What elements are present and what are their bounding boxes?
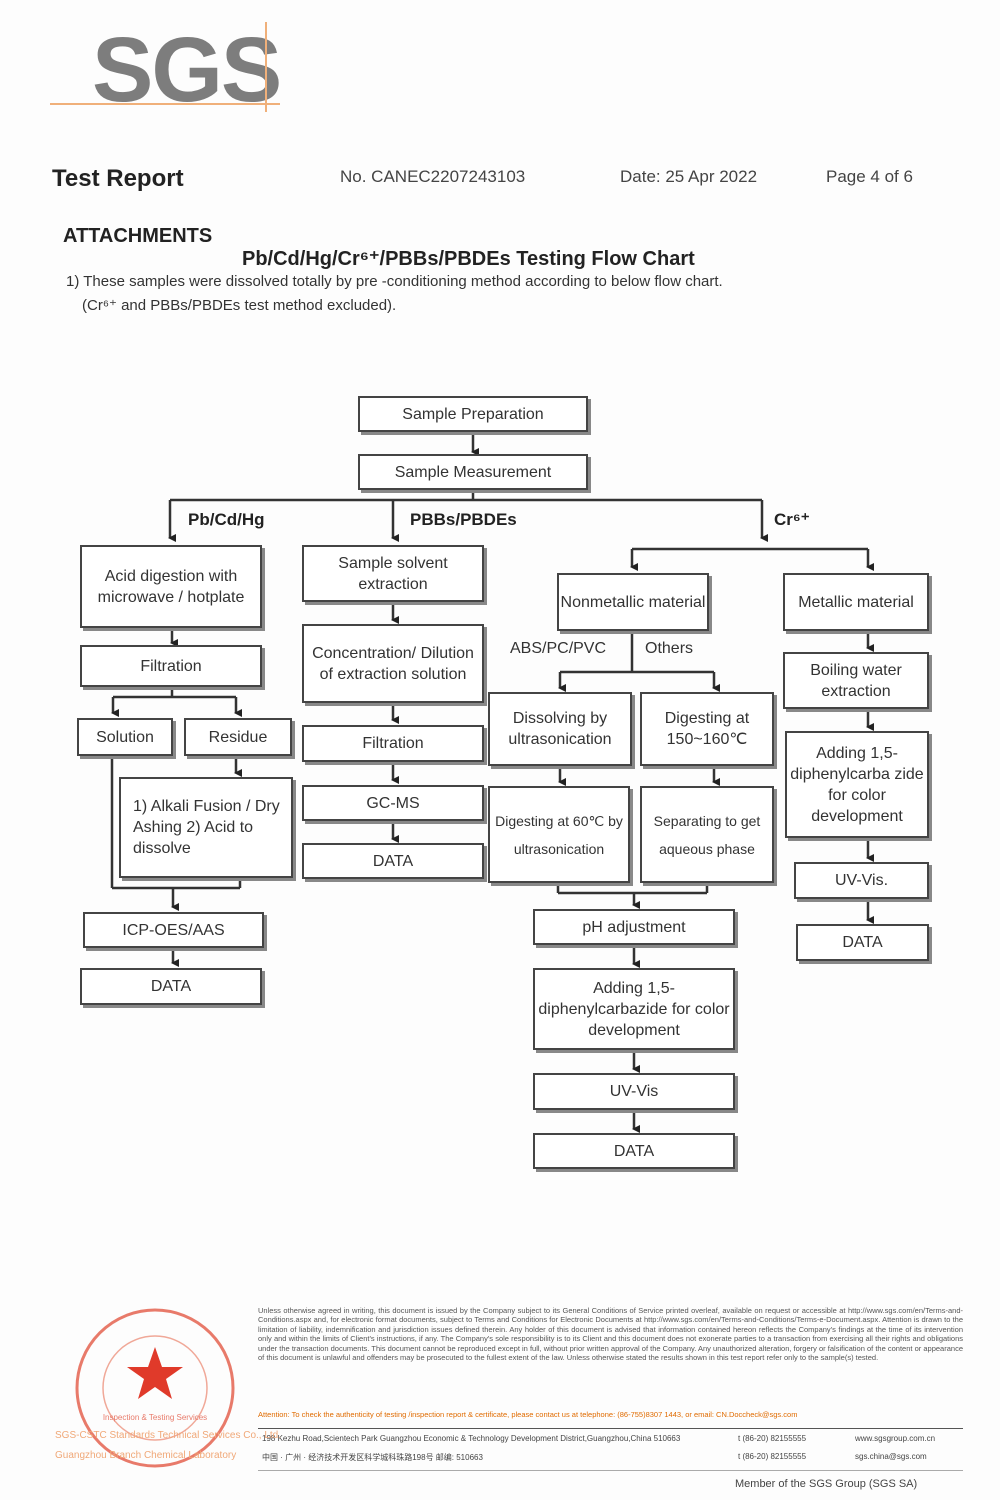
adding-diphenylcarbazide-box-2: Adding 1,5-diphenylcarba zide for color … [785, 731, 929, 838]
sgs-member-statement: Member of the SGS Group (SGS SA) [735, 1478, 918, 1490]
telephone-1: t (86-20) 82155555 [738, 1434, 807, 1443]
note-line-2: (Cr⁶⁺ and PBBs/PBDEs test method exclude… [82, 297, 397, 314]
adding-diphenylcarbazide-box-1: Adding 1,5-diphenylcarbazide for color d… [533, 968, 735, 1050]
uv-vis-box-1: UV-Vis [533, 1073, 735, 1110]
solution-box: Solution [77, 718, 173, 756]
logo-rule-vertical [265, 22, 267, 112]
branch-label-cr6: Cr⁶⁺ [774, 510, 810, 529]
data-box-4: DATA [796, 924, 929, 961]
attachments-heading: ATTACHMENTS [63, 225, 213, 247]
concentration-box: Concentration/ Dilution of extraction so… [302, 624, 484, 703]
sgs-logo: SGS [92, 19, 282, 121]
data-box-2: DATA [302, 843, 484, 879]
report-date: Date: 25 Apr 2022 [620, 167, 758, 186]
separating-box: Separating to get aqueous phase [640, 786, 774, 883]
company-name-line-2: Guangzhou Branch Chemical Laboratory [55, 1450, 237, 1461]
nonmetallic-material-box: Nonmetallic material [557, 573, 709, 631]
data-box-1: DATA [80, 968, 262, 1005]
flow-connectors [110, 432, 874, 1133]
email: sgs.china@sgs.com [855, 1452, 927, 1461]
alkali-fusion-box: 1) Alkali Fusion / Dry Ashing 2) Acid to… [119, 777, 293, 878]
digesting-150-box: Digesting at 150~160℃ [640, 692, 774, 766]
seal-label: Inspection & Testing Services [103, 1413, 207, 1422]
residue-box: Residue [184, 718, 292, 756]
telephone-2: t (86-20) 82155555 [738, 1452, 807, 1461]
sample-preparation-box: Sample Preparation [358, 396, 588, 432]
metallic-material-box: Metallic material [783, 573, 929, 631]
page-indicator: Page 4 of 6 [826, 167, 913, 186]
branch-label-pb-cd-hg: Pb/Cd/Hg [188, 510, 265, 529]
address-chinese: 中国 · 广州 · 经济技术开发区科学城科珠路198号 邮编: 510663 [262, 1453, 483, 1462]
digesting-60-box: Digesting at 60℃ by ultrasonication [488, 786, 630, 883]
website: www.sgsgroup.com.cn [855, 1434, 936, 1443]
others-label: Others [645, 640, 694, 657]
gc-ms-box: GC-MS [302, 785, 484, 821]
authenticity-notice: Attention: To check the authenticity of … [258, 1410, 798, 1419]
uv-vis-box-2: UV-Vis. [794, 862, 929, 899]
boiling-water-box: Boiling water extraction [783, 652, 929, 709]
sample-measurement-box: Sample Measurement [358, 454, 588, 490]
ph-adjustment-box: pH adjustment [533, 909, 735, 945]
filtration-box-2: Filtration [302, 725, 484, 762]
acid-digestion-box: Acid digestion with microwave / hotplate [80, 545, 262, 628]
solvent-extraction-box: Sample solvent extraction [302, 545, 484, 602]
address-english: 198 Kezhu Road,Scientech Park Guangzhou … [262, 1434, 681, 1443]
logo-rule-horizontal [50, 103, 280, 105]
company-seal-stamp: Inspection & Testing Services [75, 1308, 235, 1468]
filtration-box-1: Filtration [80, 645, 262, 687]
abs-pc-pvc-label: ABS/PC/PVC [510, 640, 607, 657]
footer-divider [258, 1428, 963, 1429]
report-number: No. CANEC2207243103 [340, 167, 526, 186]
flow-chart-title: Pb/Cd/Hg/Cr⁶⁺/PBBs/PBDEs Testing Flow Ch… [242, 248, 695, 270]
report-title: Test Report [52, 165, 184, 192]
icp-oes-aas-box: ICP-OES/AAS [83, 912, 264, 948]
dissolving-box: Dissolving by ultrasonication [488, 692, 632, 766]
branch-label-pbbs-pbdes: PBBs/PBDEs [410, 510, 517, 529]
company-name-line-1: SGS-CSTC Standards Technical Services Co… [55, 1430, 282, 1441]
note-line-1: 1) These samples were dissolved totally … [66, 273, 723, 290]
disclaimer-text: Unless otherwise agreed in writing, this… [258, 1306, 963, 1363]
footer-bottom-rule [258, 1470, 963, 1471]
data-box-3: DATA [533, 1133, 735, 1169]
